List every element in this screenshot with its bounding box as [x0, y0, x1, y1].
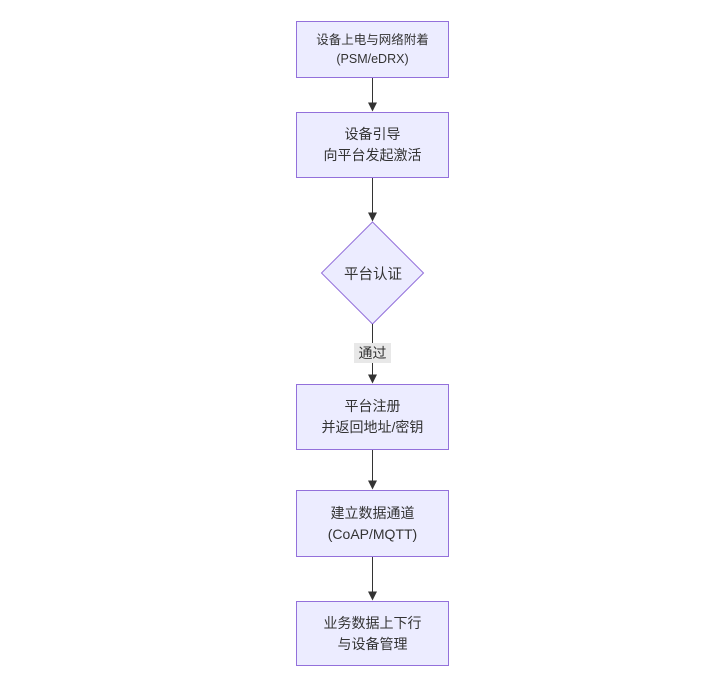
node-text-line: 并返回地址/密钥 [321, 419, 424, 435]
node-text-line: 平台注册 [344, 398, 401, 414]
node-text-line: 向平台发起激活 [323, 147, 422, 163]
node-text-line: 与设备管理 [337, 635, 408, 652]
node-text-line: 业务数据上下行 [323, 614, 422, 631]
node-device-bootstrap: 设备引导 向平台发起激活 [296, 112, 449, 178]
node-device-power-attach: 设备上电与网络附着 (PSM/eDRX) [296, 21, 449, 78]
node-business-data: 业务数据上下行 与设备管理 [296, 601, 449, 666]
node-text-line: (CoAP/MQTT) [327, 525, 418, 542]
node-platform-auth-label: 平台认证 [344, 266, 402, 283]
node-platform-register: 平台注册 并返回地址/密钥 [296, 384, 449, 450]
node-text-line: 建立数据通道 [330, 504, 415, 521]
node-text-line: (PSM/eDRX) [336, 51, 409, 66]
node-data-channel: 建立数据通道 (CoAP/MQTT) [296, 490, 449, 557]
node-text-line: 设备引导 [344, 126, 401, 142]
node-text-line: 设备上电与网络附着 [316, 32, 429, 47]
edge-label-pass: 通过 [354, 343, 391, 363]
